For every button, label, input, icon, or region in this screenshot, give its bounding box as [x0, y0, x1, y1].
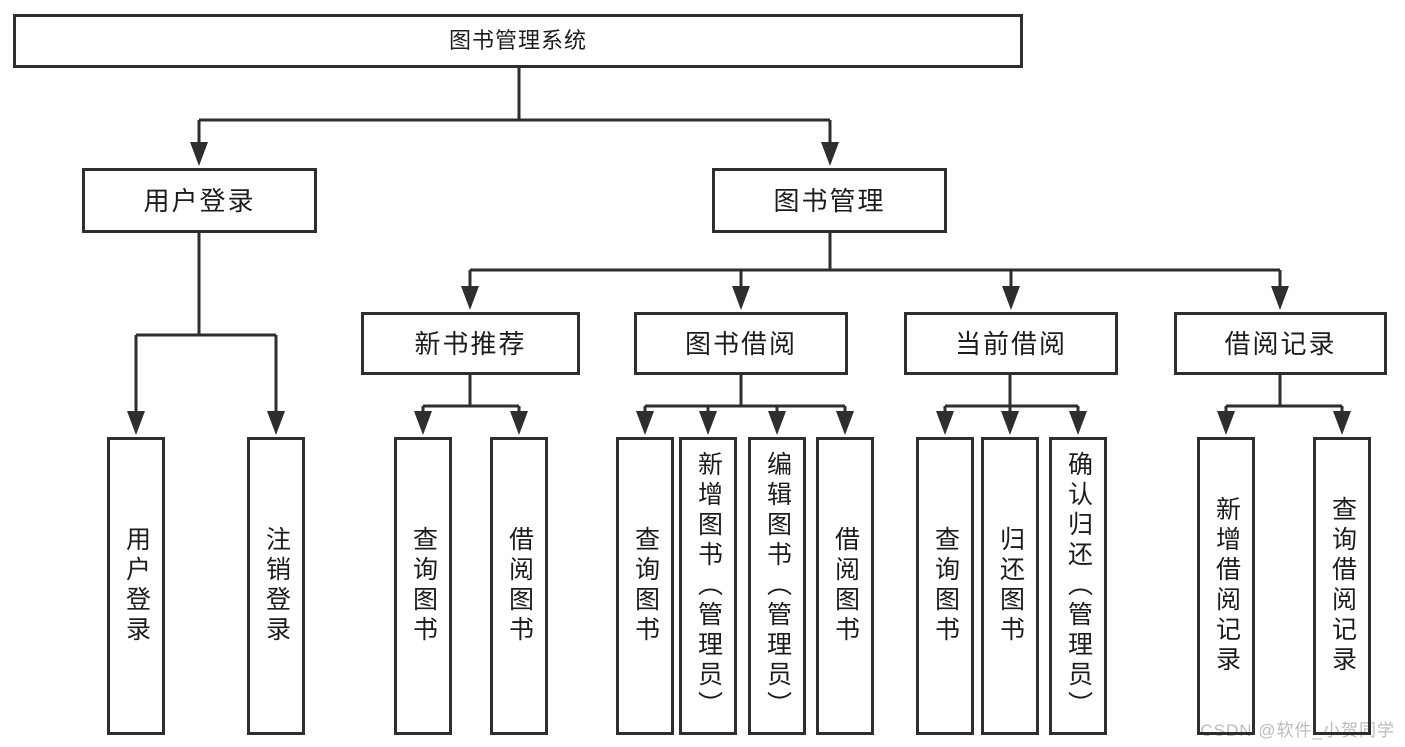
- node-label: 新增借阅记录: [1212, 496, 1241, 676]
- arrow-head: [1333, 411, 1351, 435]
- node-current-borrow: 当前借阅: [904, 312, 1118, 375]
- node-borrow-records: 借阅记录: [1174, 312, 1387, 375]
- arrow-head: [1217, 411, 1235, 435]
- node-book-borrow: 图书借阅: [634, 312, 848, 375]
- leaf-query-borrow-record: 查询借阅记录: [1313, 437, 1371, 735]
- arrow-head: [836, 411, 854, 435]
- node-label: 图书借阅: [684, 328, 797, 359]
- leaf-recommend-borrow-books: 借阅图书: [490, 437, 548, 735]
- arrow-head: [1002, 286, 1020, 310]
- leaf-add-books-admin: 新增图书（管理员）: [679, 437, 737, 735]
- arrow-head: [699, 411, 717, 435]
- node-label: 查询图书: [409, 526, 438, 646]
- arrow-head: [190, 142, 208, 166]
- leaf-logout: 注销登录: [247, 437, 305, 735]
- node-label: 新增图书（管理员）: [694, 451, 723, 721]
- arrow-head: [1069, 411, 1087, 435]
- node-library-system: 图书管理系统: [13, 14, 1023, 68]
- leaf-recommend-query-books: 查询图书: [394, 437, 452, 735]
- node-label: 查询图书: [931, 526, 960, 646]
- arrow-head: [414, 411, 432, 435]
- leaf-return-books: 归还图书: [981, 437, 1039, 735]
- leaf-current-query-books: 查询图书: [916, 437, 974, 735]
- node-book-management: 图书管理: [712, 168, 947, 233]
- node-new-book-recommend: 新书推荐: [361, 312, 580, 375]
- arrow-head: [936, 411, 954, 435]
- arrow-head: [732, 286, 750, 310]
- arrow-head: [510, 411, 528, 435]
- arrow-head: [821, 142, 839, 166]
- leaf-add-borrow-record: 新增借阅记录: [1197, 437, 1255, 735]
- arrow-head: [461, 286, 479, 310]
- leaf-edit-books-admin: 编辑图书（管理员）: [748, 437, 806, 735]
- node-label: 借阅图书: [505, 526, 534, 646]
- leaf-confirm-return-admin: 确认归还（管理员）: [1049, 437, 1107, 735]
- node-label: 借阅记录: [1224, 328, 1337, 359]
- arrow-head: [768, 411, 786, 435]
- node-user-login: 用户登录: [82, 168, 317, 233]
- node-label: 用户登录: [122, 526, 151, 646]
- leaf-borrow-query-books: 查询图书: [616, 437, 674, 735]
- watermark: CSDN @软件_小贺同学: [1200, 721, 1395, 740]
- node-label: 查询借阅记录: [1328, 496, 1357, 676]
- leaf-borrow-borrow-books: 借阅图书: [816, 437, 874, 735]
- arrow-head: [636, 411, 654, 435]
- arrow-head: [267, 411, 285, 435]
- node-label: 注销登录: [262, 526, 291, 646]
- arrow-head: [1001, 411, 1019, 435]
- node-label: 图书管理: [773, 185, 886, 216]
- node-label: 查询图书: [631, 526, 660, 646]
- node-label: 新书推荐: [414, 328, 527, 359]
- node-label: 用户登录: [143, 185, 256, 216]
- node-label: 图书管理系统: [448, 28, 587, 53]
- node-label: 当前借阅: [954, 328, 1067, 359]
- leaf-user-login: 用户登录: [107, 437, 165, 735]
- node-label: 确认归还（管理员）: [1064, 451, 1093, 721]
- arrow-head: [1271, 286, 1289, 310]
- node-label: 借阅图书: [831, 526, 860, 646]
- node-label: 归还图书: [996, 526, 1025, 646]
- arrow-head: [127, 411, 145, 435]
- node-label: 编辑图书（管理员）: [763, 451, 792, 721]
